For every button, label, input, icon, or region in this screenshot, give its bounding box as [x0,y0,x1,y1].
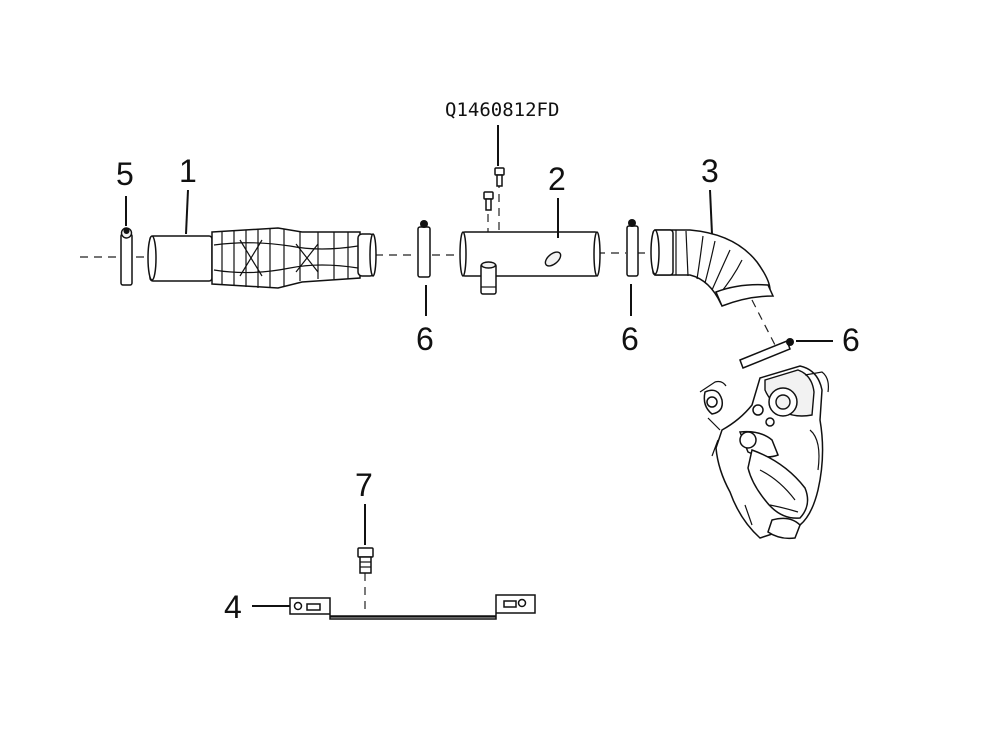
part-4-bracket [289,594,536,620]
part-2-straight-tube [459,231,601,295]
callout-6-right: 6 [842,322,860,358]
callout-7: 7 [355,467,373,503]
engine-throttle-assembly [699,365,829,540]
callout-3: 3 [701,153,719,189]
part-6-clamp-a [417,220,431,278]
callout-4: 4 [224,589,242,625]
part-6-clamp-b [626,219,639,277]
part-7-bolt [357,547,374,574]
callout-6-left: 6 [416,321,434,357]
callout-6-middle: 6 [621,321,639,357]
part-6-clamp-c [739,338,794,369]
callout-2: 2 [548,161,566,197]
leader-lines [125,125,833,607]
part-1-intake-hose [147,227,377,289]
part-3-elbow-hose [650,229,775,307]
callout-5: 5 [116,156,134,192]
part-code-label: Q1460812FD [445,99,559,121]
small-screw-a [483,191,494,211]
callout-1: 1 [179,153,197,189]
small-screw-b [494,167,505,187]
part-5-clamp [120,227,133,286]
